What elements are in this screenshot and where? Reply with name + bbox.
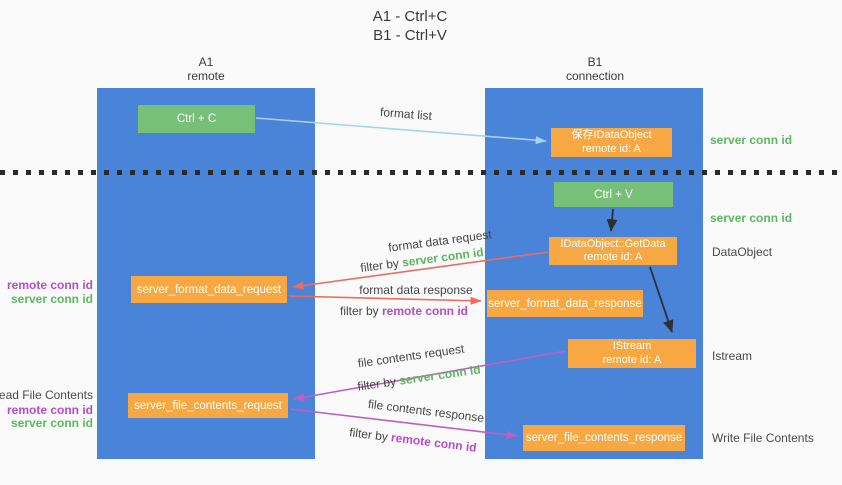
lifeline-b1-subtitle: connection — [565, 69, 625, 83]
label-remote-conn-id-left-top: remote conn id — [6, 278, 93, 292]
diagram-title: A1 - Ctrl+C B1 - Ctrl+V — [373, 7, 448, 45]
node-ctrl-c: Ctrl + C — [138, 105, 255, 133]
edge-label-format-list: format list — [379, 104, 433, 124]
node-server-file-contents-response: server_file_contents_response — [523, 425, 685, 451]
lifeline-header-b1: B1 connection — [566, 55, 624, 83]
label-write-file-contents: Write File Contents — [712, 431, 814, 445]
label-server-conn-id-left-bottom: server conn id — [10, 416, 93, 430]
title-line-1: A1 - Ctrl+C — [372, 8, 448, 25]
node-idataobject-getdata: IDataObject::GetData remote id: A — [549, 237, 677, 265]
node-idataobject-getdata-line2: remote id: A — [583, 251, 643, 263]
edge-label-format-data-response: format data response — [359, 283, 473, 297]
label-dataobject: DataObject — [712, 245, 773, 259]
node-server-format-data-request: server_format_data_request — [131, 276, 287, 303]
node-save-idataobject-line1: 保存IDataObject — [571, 129, 652, 141]
remote-conn-id-key: remote conn id — [382, 304, 469, 318]
node-istream-line2: remote id: A — [602, 353, 662, 366]
node-ctrl-c-label: Ctrl + C — [176, 113, 217, 125]
node-server-format-data-response: server_format_data_response — [487, 290, 643, 317]
label-istream: Istream — [712, 349, 753, 363]
label-read-file-contents: Read File Contents — [0, 388, 93, 402]
node-save-idataobject-line2: remote id: A — [582, 142, 641, 155]
node-server-format-data-response-label: server_format_data_response — [488, 297, 642, 310]
title-line-2: B1 - Ctrl+V — [373, 27, 447, 44]
filter-by-prefix: filter by — [348, 425, 393, 445]
node-istream: IStream remote id: A — [568, 339, 696, 368]
node-server-file-contents-request-label: server_file_contents_request — [134, 399, 282, 412]
separator-dotted-line — [0, 170, 842, 175]
edge-label-file-contents-response: file contents response — [367, 396, 485, 426]
filter-by-prefix: filter by — [339, 304, 382, 318]
lifeline-a1-subtitle: remote — [187, 69, 225, 83]
edge-label-format-data-response-filter: filter by remote conn id — [340, 304, 468, 318]
node-ctrl-v: Ctrl + V — [554, 182, 673, 207]
node-idataobject-getdata-line1: IDataObject::GetData — [560, 237, 666, 250]
node-server-format-data-request-label: server_format_data_request — [136, 283, 282, 296]
lifeline-header-a1: A1 remote — [187, 55, 224, 83]
server-conn-id-key: server conn id — [398, 362, 482, 388]
filter-by-prefix: filter by — [359, 255, 404, 276]
label-server-conn-id-mid: server conn id — [710, 211, 793, 225]
node-server-file-contents-request: server_file_contents_request — [128, 393, 288, 418]
edge-label-file-contents-response-filter: filter by remote conn id — [349, 425, 478, 454]
filter-by-prefix: filter by — [356, 373, 401, 394]
lifeline-a1-name: A1 — [198, 55, 214, 69]
label-server-conn-id-left-top: server conn id — [10, 292, 93, 306]
node-save-idataobject: 保存IDataObject remote id: A — [551, 128, 672, 157]
node-istream-line1: IStream — [612, 340, 652, 352]
label-remote-conn-id-left-bottom: remote conn id — [6, 403, 93, 417]
lifeline-b1-name: B1 — [587, 55, 603, 69]
node-ctrl-v-label: Ctrl + V — [594, 188, 633, 201]
label-server-conn-id-top: server conn id — [710, 133, 793, 147]
node-server-file-contents-response-label: server_file_contents_response — [525, 432, 683, 444]
remote-conn-id-key: remote conn id — [390, 430, 478, 455]
